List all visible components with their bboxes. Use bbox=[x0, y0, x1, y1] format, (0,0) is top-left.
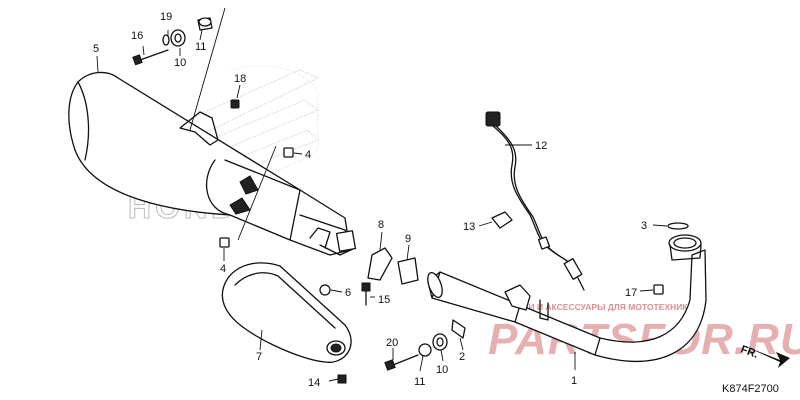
exhaust-pipe-part-1 bbox=[427, 234, 707, 362]
callout-17: 17 bbox=[625, 287, 637, 299]
callout-10-top: 10 bbox=[174, 57, 186, 69]
callout-2: 2 bbox=[459, 351, 465, 363]
callout-5: 5 bbox=[93, 43, 99, 55]
callout-4-right: 4 bbox=[305, 149, 311, 161]
o2-sensor-part-12 bbox=[485, 111, 585, 291]
callout-11-bottom: 11 bbox=[414, 376, 425, 388]
callout-1: 1 bbox=[571, 375, 577, 387]
callout-16: 16 bbox=[131, 30, 143, 42]
callout-4-left: 4 bbox=[220, 263, 226, 275]
callout-3: 3 bbox=[641, 220, 647, 232]
callout-13: 13 bbox=[463, 221, 475, 233]
callout-11-top: 11 bbox=[195, 41, 206, 53]
callout-18: 18 bbox=[234, 73, 246, 85]
muffler-part-5 bbox=[68, 71, 357, 256]
direction-label: FR. bbox=[739, 344, 760, 361]
callout-labels: 5 16 19 10 11 18 4 4 6 15 7 14 8 9 12 13… bbox=[93, 11, 647, 389]
callout-7: 7 bbox=[256, 351, 262, 363]
diagram-code: K874F2700 bbox=[722, 383, 779, 395]
callout-15: 15 bbox=[378, 294, 390, 306]
callout-12: 12 bbox=[535, 140, 547, 152]
leader-lines bbox=[96, 7, 668, 382]
heat-shield-part-7 bbox=[221, 262, 352, 363]
callout-20: 20 bbox=[386, 337, 398, 349]
callout-14: 14 bbox=[308, 377, 320, 389]
callout-6: 6 bbox=[345, 287, 351, 299]
callout-8: 8 bbox=[378, 219, 384, 231]
callout-10-bottom: 10 bbox=[436, 364, 448, 376]
callout-9: 9 bbox=[405, 233, 411, 245]
callout-19: 19 bbox=[160, 11, 172, 23]
hardware-parts bbox=[132, 17, 689, 384]
shop-watermark-small: ЗАПЧАСТИ И АКСЕССУАРЫ ДЛЯ МОТОТЕХНИКИ bbox=[488, 302, 694, 312]
front-direction-arrow: FR. bbox=[739, 344, 790, 368]
